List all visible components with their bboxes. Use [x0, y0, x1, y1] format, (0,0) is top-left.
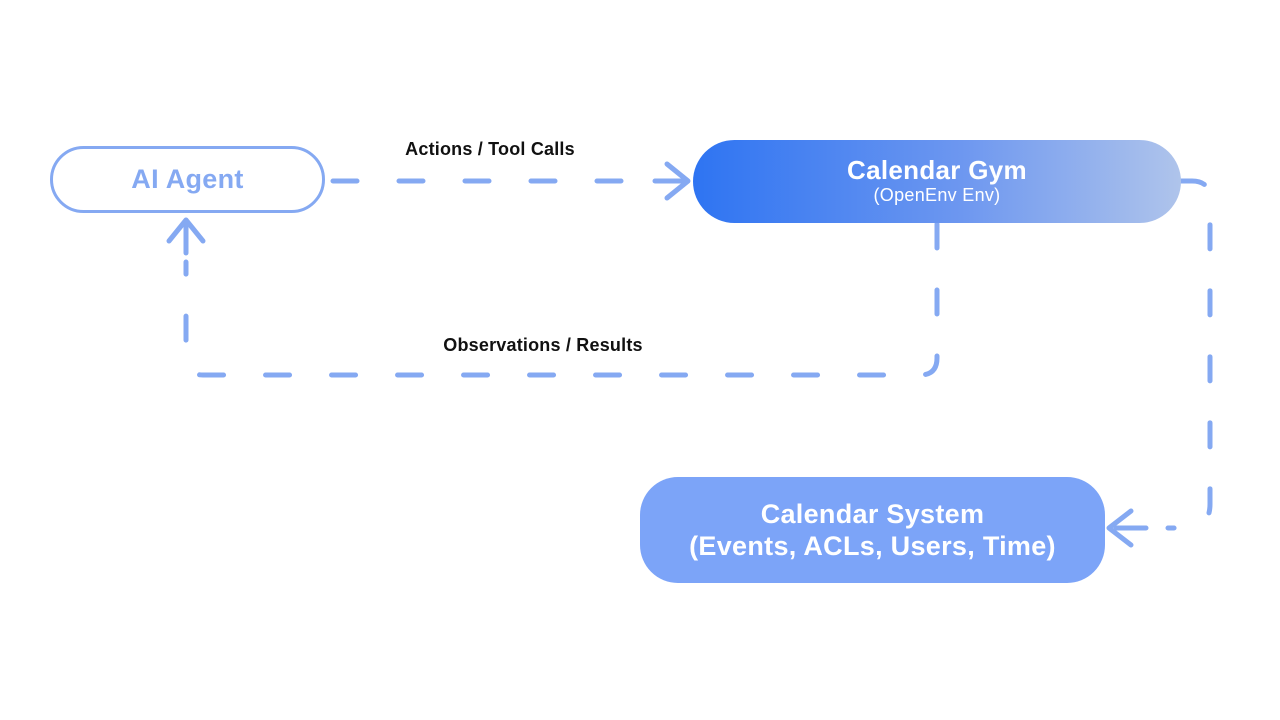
observations-arrowhead-icon: [166, 217, 206, 244]
ai-agent-node: AI Agent: [50, 146, 325, 213]
calendar-system-title: Calendar System: [760, 498, 985, 529]
observations-edge-label: Observations / Results: [443, 335, 643, 355]
calendar-system-node: Calendar System (Events, ACLs, Users, Ti…: [640, 477, 1105, 583]
actions-edge-label: Actions / Tool Calls: [405, 139, 575, 159]
calendar-system-subtitle: (Events, ACLs, Users, Time): [689, 531, 1056, 561]
calendar-gym-node: Calendar Gym (OpenEnv Env): [693, 140, 1181, 223]
calendar-gym-subtitle: (OpenEnv Env): [873, 185, 1001, 205]
gym-to-system-dashed-line: [1165, 178, 1213, 531]
actions-arrow: [330, 161, 691, 201]
calendar-gym-title: Calendar Gym: [847, 155, 1027, 186]
gym-to-system-arrowhead-icon: [1106, 508, 1134, 548]
gym-to-system-arrow: [1106, 178, 1213, 548]
actions-arrowhead-icon: [664, 161, 691, 201]
ai-agent-label: AI Agent: [131, 164, 244, 194]
